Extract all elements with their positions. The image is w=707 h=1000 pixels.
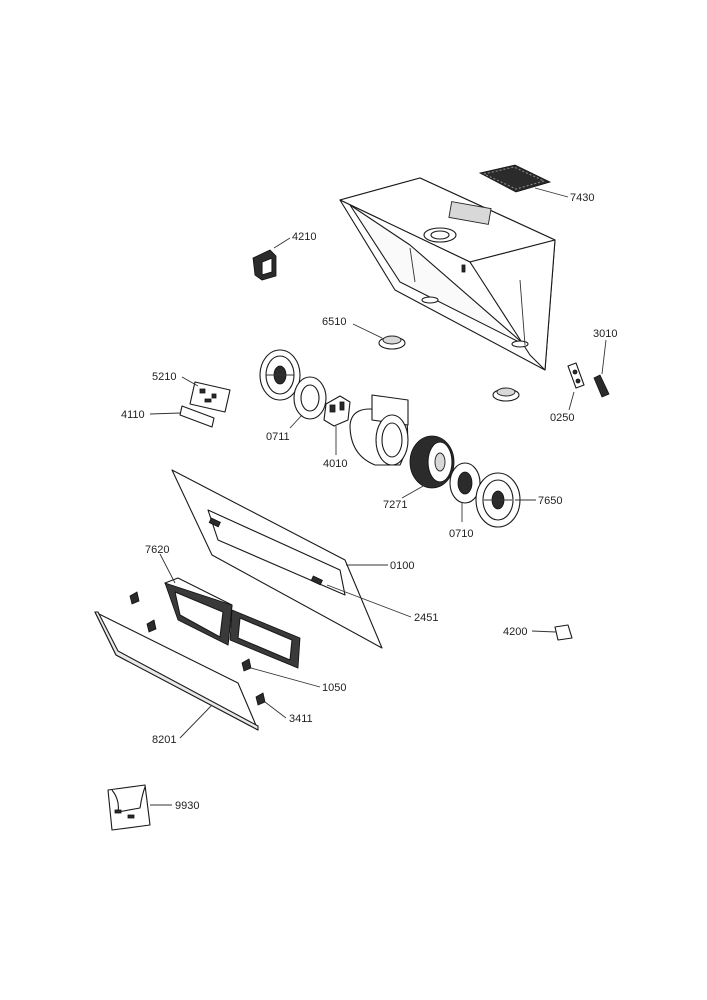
label-2451: 2451 — [414, 612, 438, 624]
label-4110: 4110 — [121, 409, 145, 421]
part-hood-body — [339, 177, 556, 371]
label-7430: 7430 — [570, 192, 594, 204]
label-1050: 1050 — [322, 682, 346, 694]
part-0100-panel — [171, 469, 412, 649]
part-0710-plate — [449, 462, 481, 522]
part-7650-fan-cover — [475, 472, 536, 528]
part-4110-bracket — [149, 405, 215, 428]
part-0711-plate — [289, 376, 327, 429]
part-4210-switch — [252, 237, 291, 281]
label-6510: 6510 — [322, 316, 346, 328]
label-8201: 8201 — [152, 734, 176, 746]
label-7620: 7620 — [145, 544, 169, 556]
label-4200: 4200 — [503, 626, 527, 638]
label-4010: 4010 — [323, 458, 347, 470]
label-3010: 3010 — [593, 328, 617, 340]
part-fan-cover-left — [259, 349, 301, 401]
label-7650: 7650 — [538, 495, 562, 507]
part-9930-kit — [107, 784, 172, 831]
part-4200-lamp — [531, 624, 573, 641]
label-7271: 7271 — [383, 499, 407, 511]
part-7620-filters — [159, 553, 301, 669]
label-3411: 3411 — [289, 713, 313, 725]
part-4010-motor — [323, 395, 351, 455]
label-9930: 9930 — [175, 800, 199, 812]
label-0250: 0250 — [550, 412, 574, 424]
label-0710: 0710 — [449, 528, 473, 540]
part-7271-impeller — [401, 435, 455, 499]
part-screws — [129, 591, 321, 719]
part-8201-glass — [94, 611, 259, 739]
part-0250-bracket — [567, 362, 585, 411]
part-collar-right — [492, 387, 520, 402]
part-5210-pcb — [181, 376, 231, 413]
part-blower-housing — [349, 394, 409, 466]
label-0100: 0100 — [390, 560, 414, 572]
part-7430-filter — [478, 164, 569, 198]
part-3010-bracket — [593, 339, 610, 398]
part-6510-collar — [352, 323, 406, 350]
label-5210: 5210 — [152, 371, 176, 383]
label-4210: 4210 — [292, 231, 316, 243]
label-0711: 0711 — [266, 431, 290, 443]
